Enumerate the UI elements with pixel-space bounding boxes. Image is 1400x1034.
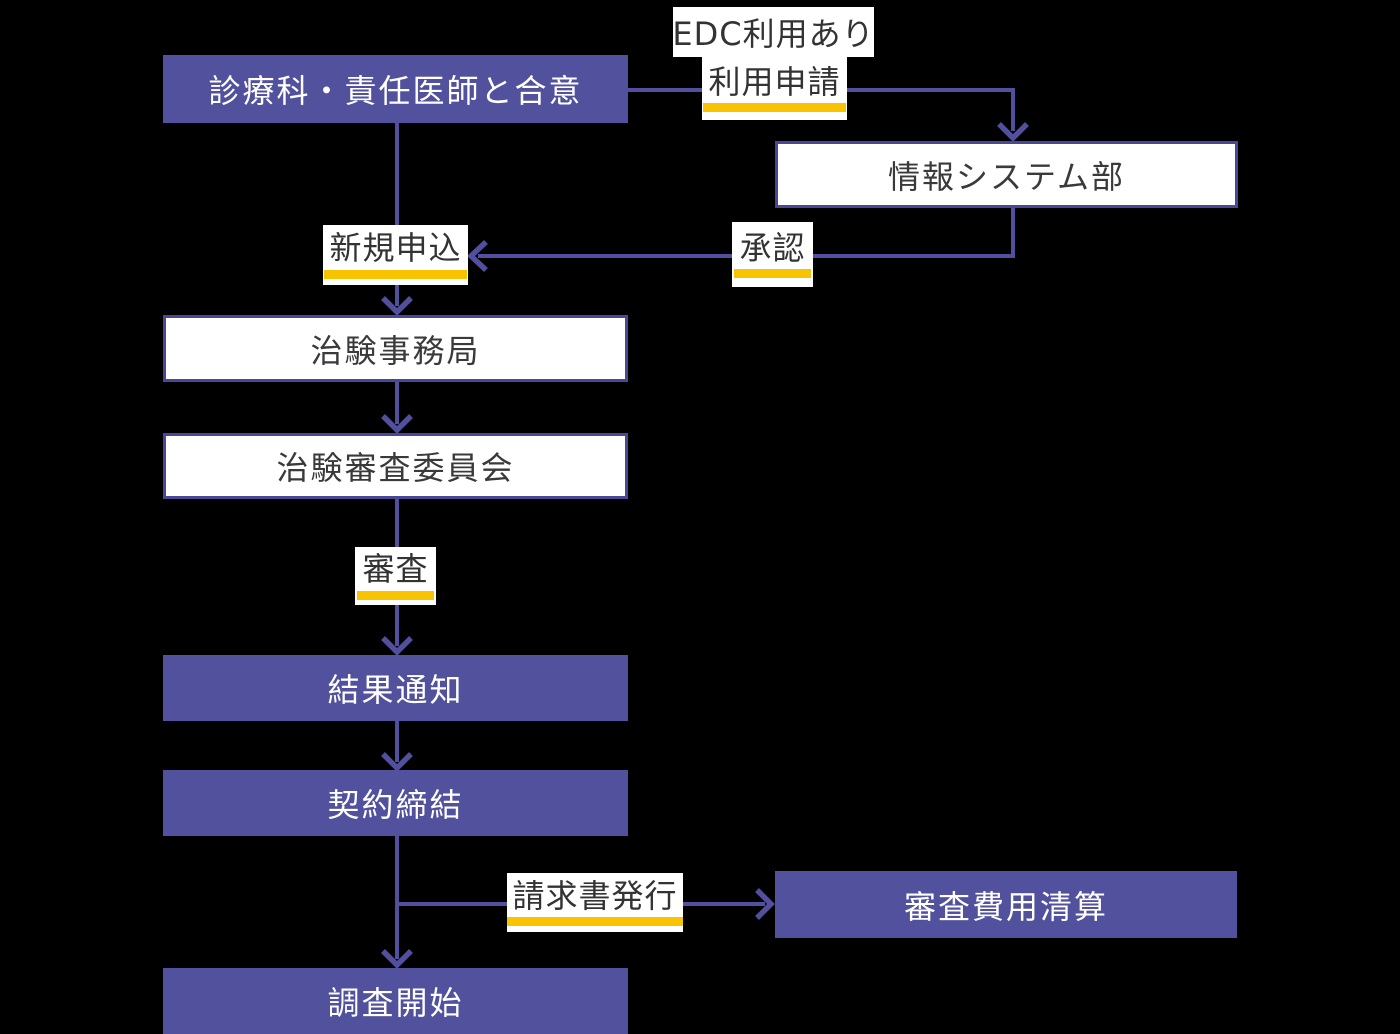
arrow-result-notice-to-contract: [381, 721, 413, 772]
node-agreement: 診療科・責任医師と合意: [163, 55, 628, 123]
node-result-notice: 結果通知: [163, 655, 628, 721]
node-info-system-dept: 情報システム部: [775, 141, 1238, 208]
label-approval-text: 承認: [734, 230, 811, 279]
node-fee-settlement: 審査費用清算: [775, 871, 1237, 938]
node-trial-office: 治験事務局: [163, 315, 628, 382]
node-irb: 治験審査委員会: [163, 433, 628, 499]
label-invoice-issue: 請求書発行: [507, 873, 683, 932]
node-survey-start: 調査開始: [163, 968, 628, 1034]
label-review: 審査: [355, 547, 436, 605]
label-review-text: 審査: [357, 552, 434, 600]
label-new-application: 新規申込: [323, 225, 468, 285]
label-invoice-issue-text: 請求書発行: [507, 878, 683, 927]
label-approval: 承認: [732, 222, 813, 287]
arrow-infosystem-to-new-application: [466, 208, 1015, 273]
label-edc-note: EDC利用あり: [672, 7, 874, 57]
node-contract: 契約締結: [163, 770, 628, 836]
arrow-contract-to-survey-start: [381, 836, 413, 969]
label-usage-application-text: 利用申請: [703, 64, 846, 113]
label-usage-application: 利用申請: [702, 57, 847, 120]
label-new-application-text: 新規申込: [324, 231, 467, 279]
arrow-trial-office-to-irb: [381, 382, 413, 434]
